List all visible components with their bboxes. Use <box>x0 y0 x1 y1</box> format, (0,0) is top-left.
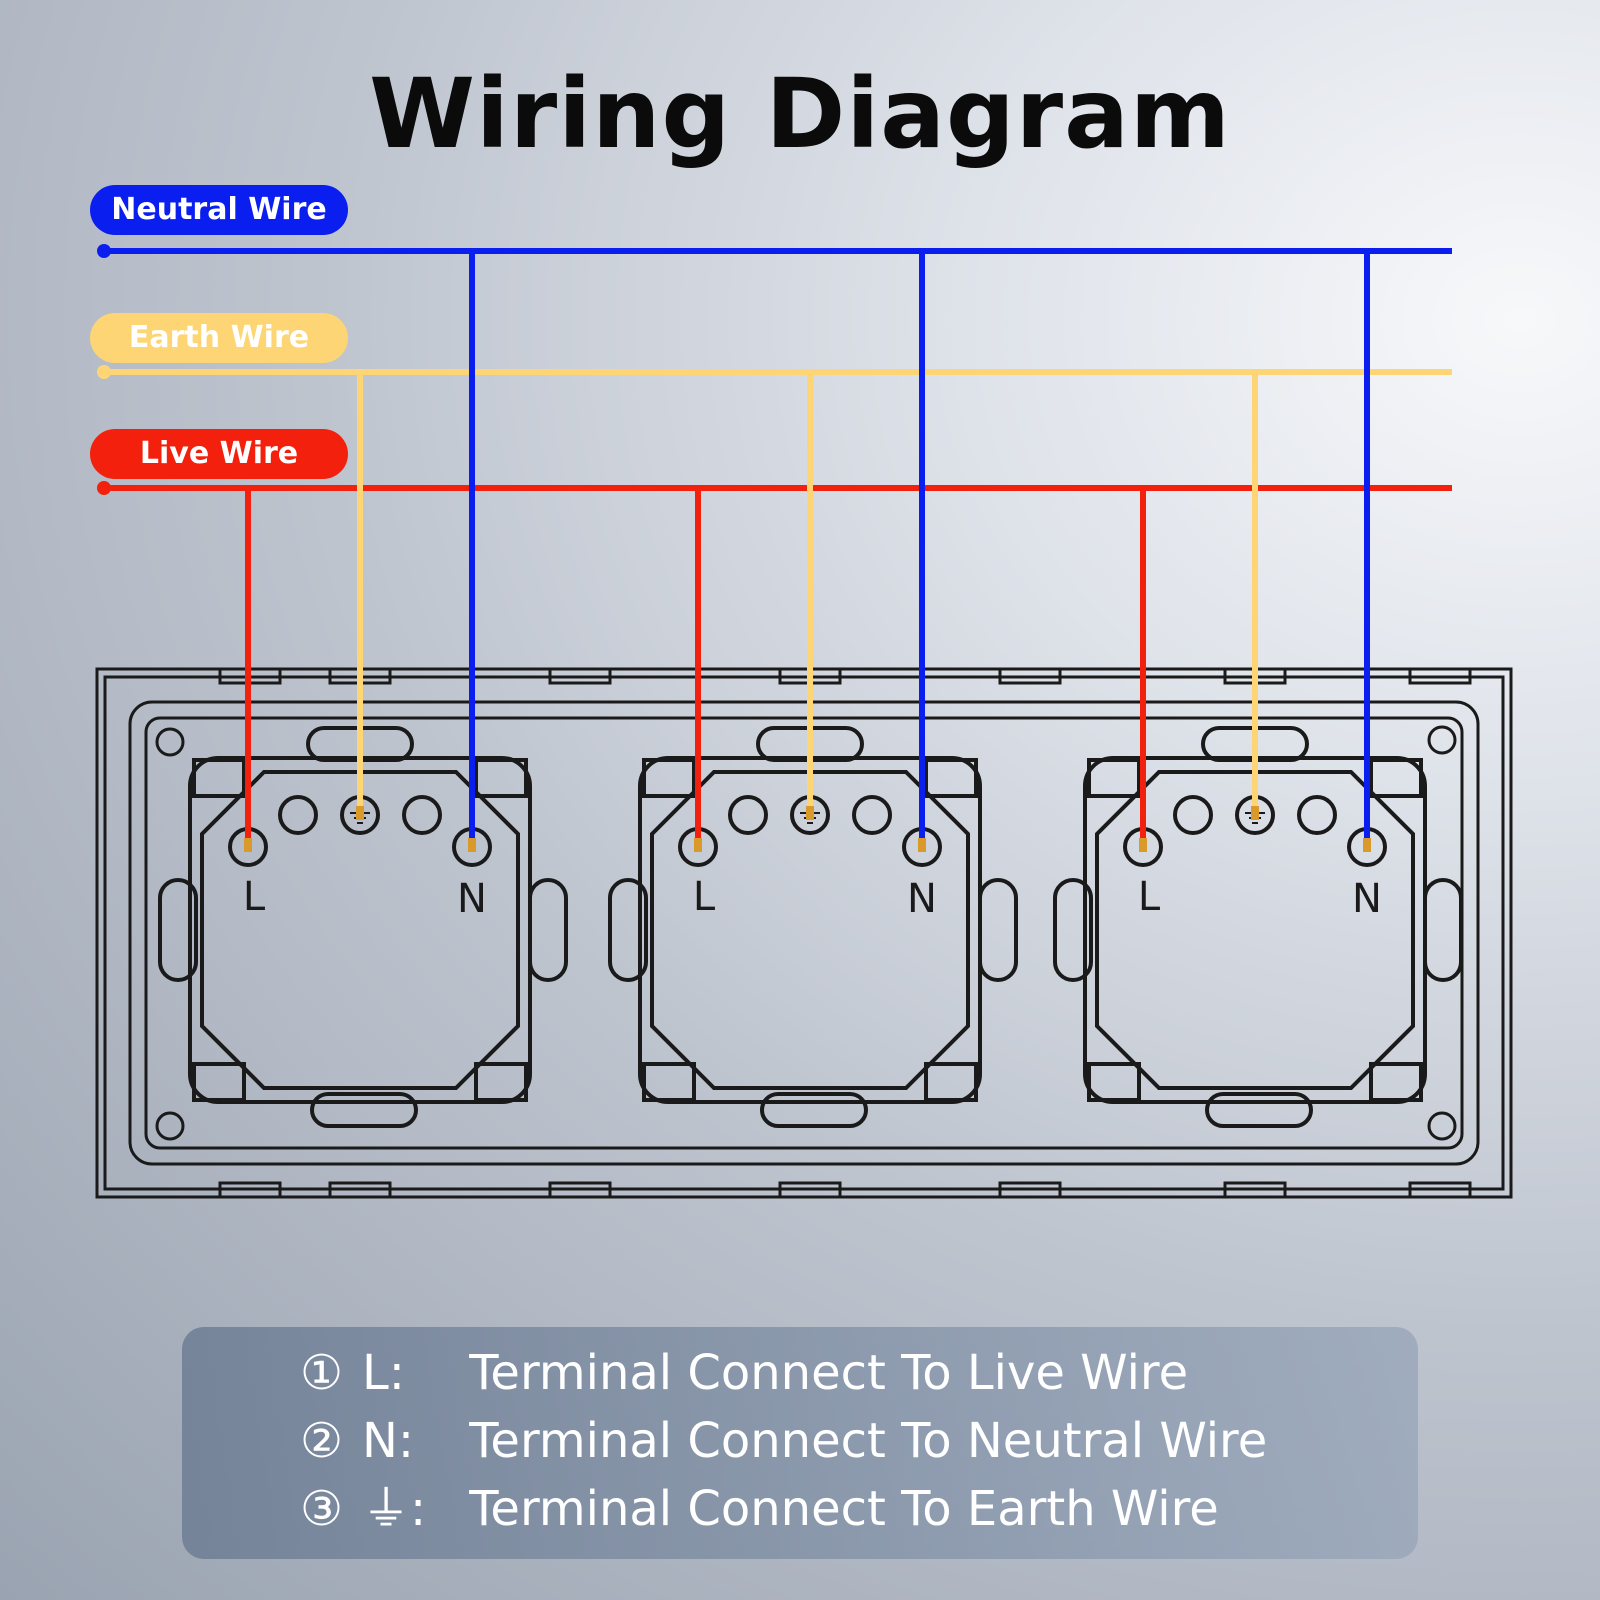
unused-hole <box>1173 795 1213 835</box>
earth-wire-label: Earth Wire <box>90 313 348 363</box>
legend-text: Terminal Connect To Neutral Wire <box>469 1413 1268 1469</box>
live-wire-tip <box>694 838 702 852</box>
earth-wire-tip <box>356 806 364 820</box>
legend-panel <box>182 1327 1418 1559</box>
legend-text: Terminal Connect To Live Wire <box>469 1345 1189 1401</box>
live-terminal-label: L <box>243 874 266 920</box>
corner-tab <box>192 1062 246 1102</box>
neutral-terminal-label: N <box>1352 876 1382 922</box>
corner-tab <box>1369 1062 1423 1102</box>
corner-tab <box>192 758 246 798</box>
corner-tab <box>924 758 978 798</box>
corner-tab <box>474 758 528 798</box>
bottom-slot <box>310 1092 418 1128</box>
plate-clip <box>998 667 1062 685</box>
corner-tab <box>924 1062 978 1102</box>
corner-tab <box>1087 1062 1141 1102</box>
plate-clip <box>548 667 612 685</box>
earth-wire-end <box>97 365 111 379</box>
legend-number: ② <box>300 1413 344 1469</box>
unused-hole <box>402 795 442 835</box>
live-terminal-label: L <box>1138 874 1161 920</box>
legend-item-neutral: ② N: Terminal Connect To Neutral Wire <box>300 1409 1267 1473</box>
corner-tab <box>474 1062 528 1102</box>
live-wire-label: Live Wire <box>90 429 348 479</box>
corner-tab <box>642 1062 696 1102</box>
corner-tab <box>1087 758 1141 798</box>
screw-hole <box>1427 725 1457 755</box>
plate-clip <box>218 1181 282 1199</box>
side-slot <box>608 878 648 982</box>
legend-item-earth: ③ ⏚: Terminal Connect To Earth Wire <box>300 1477 1219 1541</box>
legend-key: N: <box>362 1413 415 1469</box>
plate-clip <box>998 1181 1062 1199</box>
corner-tab <box>642 758 696 798</box>
side-slot <box>1423 878 1463 982</box>
bottom-slot <box>760 1092 868 1128</box>
plate-clip <box>548 1181 612 1199</box>
unused-hole <box>852 795 892 835</box>
plate-clip <box>1408 1181 1472 1199</box>
bottom-slot <box>1205 1092 1313 1128</box>
side-slot <box>1053 878 1093 982</box>
plate-clip <box>1408 667 1472 685</box>
side-slot <box>158 878 198 982</box>
plate-clip <box>778 1181 842 1199</box>
page-title: Wiring Diagram <box>369 58 1231 170</box>
neutral-wire-tip <box>1363 838 1371 852</box>
earth-wire-tip <box>806 806 814 820</box>
live-wire-end <box>97 481 111 495</box>
screw-hole <box>155 727 185 757</box>
screw-hole <box>155 1111 185 1141</box>
legend-number: ③ <box>300 1481 344 1537</box>
legend-text: Terminal Connect To Earth Wire <box>469 1481 1219 1537</box>
unused-hole <box>728 795 768 835</box>
side-slot <box>978 878 1018 982</box>
neutral-wire-tip <box>468 838 476 852</box>
live-terminal-label: L <box>693 874 716 920</box>
plate-clip <box>1223 1181 1287 1199</box>
neutral-wire-label: Neutral Wire <box>90 185 348 235</box>
plate-clip <box>328 1181 392 1199</box>
wire-layer <box>97 244 1452 852</box>
screw-hole <box>1427 1111 1457 1141</box>
side-slot <box>528 878 568 982</box>
neutral-terminal-label: N <box>457 876 487 922</box>
neutral-terminal-label: N <box>907 876 937 922</box>
live-wire-tip <box>1139 838 1147 852</box>
unused-hole <box>278 795 318 835</box>
legend-item-live: ① L: Terminal Connect To Live Wire <box>300 1341 1188 1405</box>
live-wire-tip <box>244 838 252 852</box>
corner-tab <box>1369 758 1423 798</box>
neutral-wire-end <box>97 244 111 258</box>
earth-wire-tip <box>1251 806 1259 820</box>
legend-number: ① <box>300 1345 344 1401</box>
neutral-wire-tip <box>918 838 926 852</box>
unused-hole <box>1297 795 1337 835</box>
legend-key: ⏚: <box>362 1481 427 1537</box>
legend-key: L: <box>362 1345 405 1401</box>
